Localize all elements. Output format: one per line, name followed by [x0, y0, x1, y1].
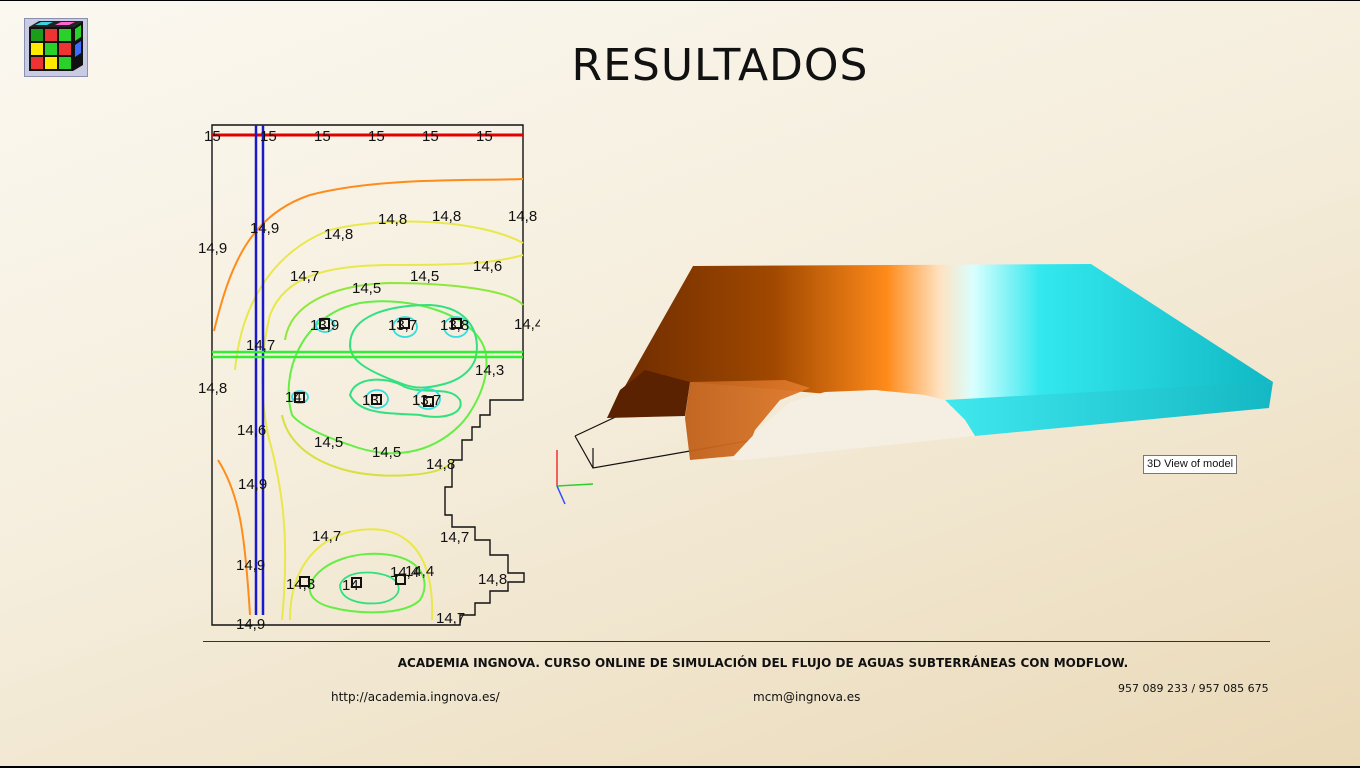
contour-line	[365, 389, 389, 409]
contour-value-label: 14,5	[372, 444, 401, 461]
model-3d-tooltip: 3D View of model	[1143, 455, 1238, 474]
contour-value-label: 14,9	[198, 240, 227, 257]
contour-value-label: 15	[260, 128, 277, 145]
well-marker	[319, 318, 330, 329]
contour-value-label: 15	[476, 128, 493, 145]
contour-line	[392, 316, 418, 338]
contour-line	[217, 459, 251, 616]
contour-value-label: 14,8	[432, 208, 461, 225]
contour-line	[443, 316, 469, 338]
well-marker	[423, 396, 434, 407]
contour-line	[234, 220, 524, 371]
slide-bottom-border	[0, 766, 1360, 768]
model-side-face	[607, 380, 810, 460]
well-marker	[351, 577, 362, 588]
well-marker	[451, 318, 462, 329]
model-cutout	[730, 390, 975, 460]
contour-line	[261, 254, 524, 621]
contour-value-label: 14,8	[378, 211, 407, 228]
contour-line	[415, 388, 441, 410]
contour-value-label: 14,8	[198, 380, 227, 397]
footer-phone: 957 089 233 / 957 085 675	[1118, 682, 1269, 695]
contour-value-label: 14,9	[250, 220, 279, 237]
contour-value-label: 14,7	[436, 610, 465, 627]
well-head-label: 14,3	[286, 576, 315, 593]
footer-divider	[203, 641, 1270, 642]
contour-value-label: 14,9	[238, 476, 267, 493]
model-front-face	[945, 382, 1273, 436]
contour-value-label: 14,7	[246, 337, 275, 354]
xyz-axes-icon	[556, 450, 594, 505]
well-head-label: 14	[285, 389, 302, 406]
well-marker	[395, 574, 406, 585]
slide-top-border	[0, 0, 1360, 1]
contour-line	[284, 281, 524, 341]
wells	[294, 318, 462, 588]
contour-value-label: 14,9	[236, 616, 265, 633]
contour-value-label: 14,4	[405, 563, 434, 580]
model-boundary	[211, 124, 525, 626]
contour-value-label: 14,8	[324, 226, 353, 243]
contour-line	[213, 178, 524, 332]
contour-line	[308, 552, 426, 614]
well-marker	[399, 318, 410, 329]
contour-value-label: 14,6	[237, 422, 266, 439]
contour-line	[289, 528, 434, 621]
contour-value-label: 15	[314, 128, 331, 145]
footer-email-link[interactable]: mcm@ingnova.es	[753, 690, 861, 704]
contour-value-label: 15	[422, 128, 439, 145]
well-head-label: 13,9	[310, 317, 339, 334]
well-head-label: 14,4	[390, 564, 419, 581]
contour-value-label: 15	[368, 128, 385, 145]
contour-line	[339, 571, 400, 605]
well-head-label: 13,7	[388, 317, 417, 334]
contour-line	[348, 303, 478, 389]
contour-value-label: 14,9	[236, 557, 265, 574]
head-contour-map: 15 15 15 15 15 15 14,9 14,9 14,8 14,8 14,8 14,8 14,6…	[198, 124, 540, 633]
contour-line	[348, 378, 462, 418]
model-3d-view[interactable]	[545, 250, 1285, 510]
well-marker	[294, 392, 305, 403]
model-top-surface	[607, 264, 1273, 418]
well-head-label: 14	[342, 577, 359, 594]
contour-value-label: 14,4	[514, 316, 540, 333]
contour-value-label: 14,5	[352, 280, 381, 297]
contour-value-label: 14,7	[440, 529, 469, 546]
page-title: RESULTADOS	[571, 40, 869, 91]
contour-value-label: 14,7	[290, 268, 319, 285]
contour-value-label: 14,5	[314, 434, 343, 451]
contour-value-label: 14,6	[473, 258, 502, 275]
contour-line	[281, 414, 453, 477]
contour-value-label: 14,8	[478, 571, 507, 588]
contour-value-label: 14,3	[475, 362, 504, 379]
well-head-label: 13,7	[412, 392, 441, 409]
well-marker	[299, 576, 310, 587]
well-marker	[371, 394, 382, 405]
contour-value-label: 14,8	[508, 208, 537, 225]
contour-value-label: 14,5	[410, 268, 439, 285]
contour-value-label: 14,7	[312, 528, 341, 545]
well-head-label: 13,8	[440, 317, 469, 334]
footer-course-title: ACADEMIA INGNOVA. CURSO ONLINE DE SIMULA…	[397, 656, 1129, 670]
model-side-face	[607, 370, 690, 418]
contour-value-label: 15	[204, 128, 221, 145]
contour-value-label: 14,8	[426, 456, 455, 473]
well-head-label: 13	[362, 392, 379, 409]
footer-website-link[interactable]: http://academia.ingnova.es/	[331, 690, 500, 704]
rubik-cube-icon	[24, 18, 88, 77]
